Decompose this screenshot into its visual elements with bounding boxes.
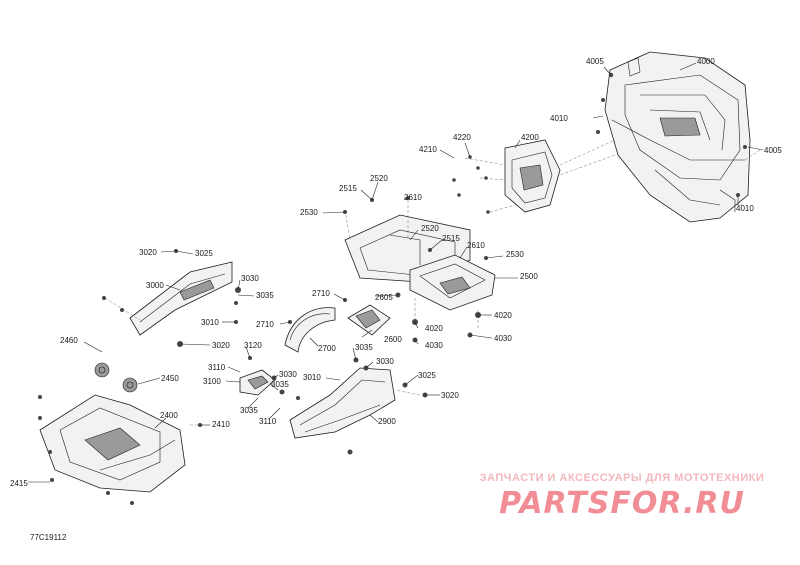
label-3025-right[interactable]: 3025	[418, 371, 436, 380]
label-4010-right[interactable]: 4010	[736, 204, 754, 213]
watermark: ЗАПЧАСТИ И АКСЕССУАРЫ ДЛЯ МОТОТЕХНИКИ PA…	[472, 472, 772, 521]
part-2700-guard[interactable]	[284, 307, 336, 353]
label-3025-top[interactable]: 3025	[195, 249, 213, 258]
watermark-logo: PARTSFOR.RU	[499, 486, 745, 521]
label-3100[interactable]: 3100	[203, 377, 221, 386]
label-3000[interactable]: 3000	[146, 281, 164, 290]
label-3030-right[interactable]: 3030	[376, 357, 394, 366]
label-4030-left[interactable]: 4030	[425, 341, 443, 350]
label-4220[interactable]: 4220	[453, 133, 471, 142]
label-2400[interactable]: 2400	[160, 411, 178, 420]
label-2410[interactable]: 2410	[212, 420, 230, 429]
label-3035-bottom[interactable]: 3035	[240, 406, 258, 415]
label-2700[interactable]: 2700	[318, 344, 336, 353]
label-2530-right[interactable]: 2530	[506, 250, 524, 259]
label-3035-mid[interactable]: 3035	[271, 380, 289, 389]
part-2500-tray[interactable]	[409, 254, 496, 311]
label-3020-top[interactable]: 3020	[139, 248, 157, 257]
label-4010-left[interactable]: 4010	[550, 114, 568, 123]
label-2605[interactable]: 2605	[375, 293, 393, 302]
label-2450[interactable]: 2450	[161, 374, 179, 383]
label-4210[interactable]: 4210	[419, 145, 437, 154]
label-3110-top[interactable]: 3110	[208, 363, 226, 372]
label-2610-mid[interactable]: 2610	[467, 241, 485, 250]
label-2530-left[interactable]: 2530	[300, 208, 318, 217]
part-4000-frame[interactable]	[604, 51, 751, 223]
label-3120[interactable]: 3120	[244, 341, 262, 350]
label-2610-top[interactable]: 2610	[404, 193, 422, 202]
label-4020-left[interactable]: 4020	[425, 324, 443, 333]
part-2460-boot[interactable]	[94, 362, 110, 378]
label-4005-top[interactable]: 4005	[586, 57, 604, 66]
label-3010-right[interactable]: 3010	[303, 373, 321, 382]
part-3100-bracket[interactable]	[239, 369, 276, 396]
label-3020-mid[interactable]: 3020	[212, 341, 230, 350]
label-2460[interactable]: 2460	[60, 336, 78, 345]
label-4030-right[interactable]: 4030	[494, 334, 512, 343]
label-2515-mid[interactable]: 2515	[442, 234, 460, 243]
fasteners	[38, 72, 747, 505]
label-3035-right[interactable]: 3035	[355, 343, 373, 352]
label-4020-right[interactable]: 4020	[494, 311, 512, 320]
label-2520-top[interactable]: 2520	[370, 174, 388, 183]
figure-id: 77C19112	[30, 533, 67, 542]
leader-lines	[28, 62, 764, 483]
label-2710-top[interactable]: 2710	[312, 289, 330, 298]
label-2900[interactable]: 2900	[378, 417, 396, 426]
label-2515-top[interactable]: 2515	[339, 184, 357, 193]
part-2900-guard[interactable]	[289, 367, 396, 439]
part-2400-floor[interactable]	[39, 394, 186, 493]
label-3030-mid[interactable]: 3030	[279, 370, 297, 379]
part-2600-bracket[interactable]	[347, 304, 391, 336]
label-3030-top[interactable]: 3030	[241, 274, 259, 283]
watermark-tagline: ЗАПЧАСТИ И АКСЕССУАРЫ ДЛЯ МОТОТЕХНИКИ	[479, 472, 765, 484]
label-4000[interactable]: 4000	[697, 57, 715, 66]
label-2520-mid[interactable]: 2520	[421, 224, 439, 233]
label-2500[interactable]: 2500	[520, 272, 538, 281]
label-4005-right[interactable]: 4005	[764, 146, 782, 155]
label-2710-left[interactable]: 2710	[256, 320, 274, 329]
label-3035-top[interactable]: 3035	[256, 291, 274, 300]
label-2415[interactable]: 2415	[10, 479, 28, 488]
label-3020-right[interactable]: 3020	[441, 391, 459, 400]
part-2450-boot[interactable]	[122, 377, 138, 393]
label-3110-bottom[interactable]: 3110	[259, 417, 277, 426]
part-number-labels: 4005 4000 4010 4005 4010 4220 4210 4200 …	[10, 57, 782, 488]
label-4200[interactable]: 4200	[521, 133, 539, 142]
part-3000-rail[interactable]	[129, 261, 233, 336]
label-2600[interactable]: 2600	[384, 335, 402, 344]
part-4200-panel[interactable]	[504, 139, 561, 213]
label-3010-left[interactable]: 3010	[201, 318, 219, 327]
